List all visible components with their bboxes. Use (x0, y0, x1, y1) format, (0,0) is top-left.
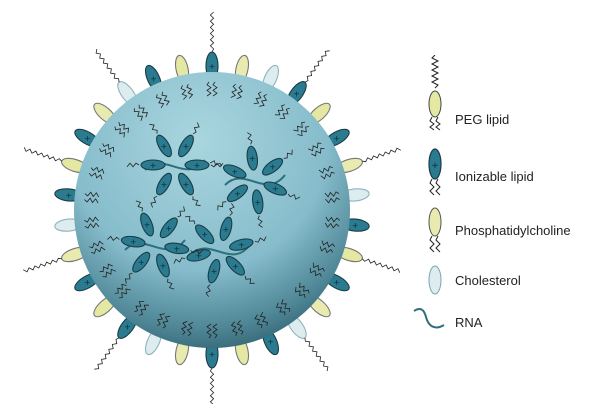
svg-text:+: + (269, 163, 276, 172)
svg-text:+: + (124, 322, 131, 331)
ionizable-lipid: + (140, 212, 154, 237)
svg-text:+: + (150, 161, 157, 170)
ionizable-lipid: + (225, 255, 245, 276)
ionizable-lipid: + (164, 242, 190, 255)
rna-icon (413, 308, 445, 329)
svg-text:+: + (195, 251, 202, 260)
svg-text:+: + (333, 278, 340, 287)
svg-text:+: + (183, 142, 190, 151)
nanoparticle-core (74, 72, 350, 348)
svg-text:+: + (144, 220, 151, 229)
svg-text:+: + (272, 185, 279, 194)
svg-text:+: + (84, 134, 91, 143)
ionizable-lipid: + (222, 164, 247, 179)
svg-text:+: + (232, 262, 239, 271)
svg-text:+: + (84, 278, 91, 287)
ionizable-lipid: + (156, 253, 170, 278)
legend-label-peg-lipid: PEG lipid (455, 112, 510, 127)
svg-text:+: + (293, 90, 300, 99)
ionizable-lipid: + (219, 216, 233, 242)
ionizable-lipid: + (261, 157, 284, 176)
ionizable-lipid: + (251, 189, 264, 215)
legend-label-rna: RNA (455, 315, 483, 330)
ionizable-lipid: + (140, 159, 166, 171)
svg-text:+: + (267, 338, 274, 347)
ionizable-lipid: + (207, 258, 221, 284)
ionizable-lipid: + (229, 238, 254, 251)
ionizable-lipid: + (178, 134, 194, 158)
phosphatidylcholine-icon (428, 207, 442, 253)
svg-text:+: + (138, 258, 145, 267)
ionizable-lipid: + (132, 251, 151, 273)
svg-text:+: + (234, 189, 241, 198)
ionizable-lipid: + (159, 217, 178, 239)
svg-text:+: + (211, 267, 218, 276)
svg-text:+: + (352, 221, 359, 230)
svg-text:+: + (183, 180, 190, 189)
svg-text:+: + (201, 230, 208, 239)
svg-text:+: + (161, 180, 168, 189)
svg-text:+: + (165, 224, 172, 233)
svg-text:+: + (130, 238, 137, 247)
ionizable-lipid: + (195, 224, 215, 245)
svg-text:+: + (194, 161, 201, 170)
svg-text:+: + (173, 244, 180, 253)
svg-text:+: + (160, 262, 167, 271)
svg-text:+: + (238, 241, 245, 250)
svg-text:+: + (65, 191, 72, 200)
svg-text:+: + (249, 154, 256, 163)
svg-text:+: + (333, 134, 340, 143)
inner-lipid-layer: + + + + + + + + + + + + + + + + + + + + + + + + (84, 81, 340, 339)
legend-label-phosphatidylcholine: Phosphatidylcholine (455, 223, 571, 238)
svg-text:+: + (231, 167, 238, 176)
ionizable-plus-mark: + (431, 161, 439, 171)
legend-label-cholesterol: Cholesterol (455, 273, 521, 288)
ionizable-lipid-icon: + (428, 148, 442, 196)
peg-lipid-icon (428, 55, 442, 131)
ionizable-lipid: + (156, 134, 172, 158)
svg-text:+: + (161, 142, 168, 151)
ionizable-lipid: + (226, 184, 249, 203)
ionizable-lipid: + (263, 181, 288, 196)
ionizable-lipid: + (178, 172, 194, 196)
legend-label-ionizable-lipid: Ionizable lipid (455, 169, 534, 184)
svg-text:+: + (223, 225, 230, 234)
ionizable-lipid: + (156, 172, 172, 196)
ionizable-lipid: + (120, 235, 146, 248)
ionizable-lipid: + (184, 159, 210, 171)
svg-text:+: + (150, 74, 157, 83)
ionizable-lipid: + (246, 145, 259, 171)
svg-text:+: + (254, 198, 261, 207)
rna-strand (224, 174, 286, 186)
svg-text:+: + (209, 350, 216, 359)
cholesterol-icon (428, 265, 442, 295)
svg-text:+: + (209, 62, 216, 71)
